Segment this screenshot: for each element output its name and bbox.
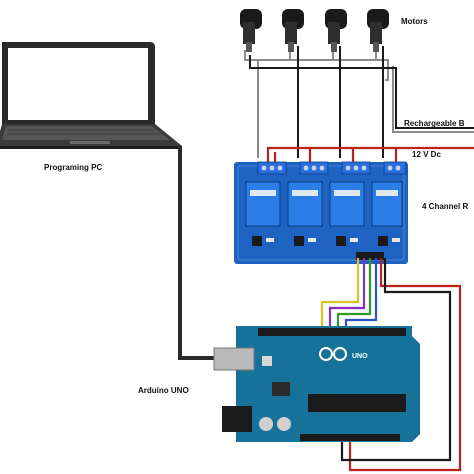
pc-label: Programing PC — [44, 163, 103, 172]
motor-1 — [240, 9, 262, 52]
motor-gray-wiring — [244, 50, 474, 158]
signal-wires — [320, 258, 462, 472]
motors-label: Motors — [401, 17, 428, 26]
relay-board-icon — [234, 161, 408, 264]
battery-label: Rechargeable B — [404, 119, 465, 128]
usb-connector-icon — [213, 347, 255, 371]
motor-black-wiring — [249, 46, 474, 158]
motor-4 — [367, 9, 389, 52]
arduino-label: Arduino UNO — [138, 386, 189, 395]
motor-3 — [325, 9, 347, 52]
relay-module-label: 4 Channel R — [422, 202, 469, 211]
arduino-logo-text: UNO — [352, 353, 368, 360]
supply-red-wiring — [266, 146, 474, 164]
supply-label: 12 V Dc — [412, 150, 441, 159]
motor-2 — [282, 9, 304, 52]
arduino-board-icon — [213, 326, 420, 442]
usb-cable — [178, 146, 222, 360]
laptop-icon — [0, 42, 182, 149]
